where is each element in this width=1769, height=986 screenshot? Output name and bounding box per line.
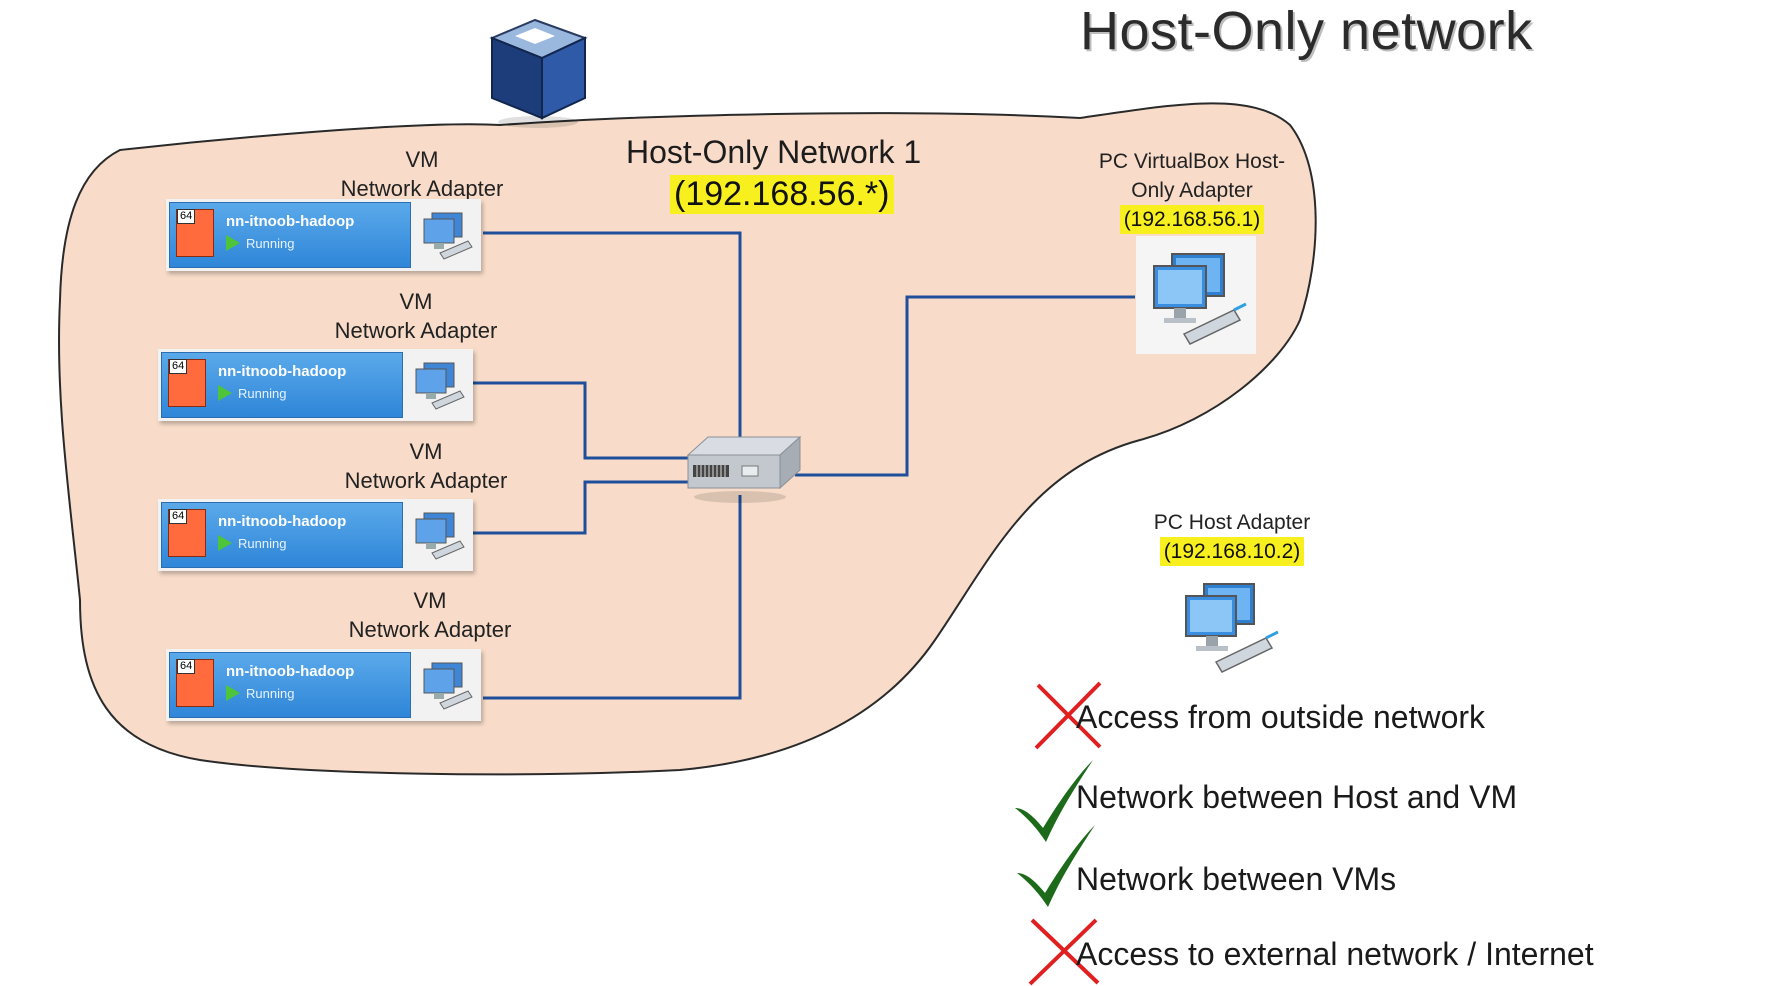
vm-status: Running [238, 386, 287, 401]
running-arrow-icon [226, 235, 240, 251]
link-host-adapter [795, 295, 1135, 477]
vm-name: nn-itnoob-hadoop [226, 213, 355, 230]
link-vm2 [470, 381, 690, 460]
host-adapter-ip: (192.168.10.2) [1159, 537, 1305, 566]
network-name: Host-Only Network 1 [626, 134, 922, 170]
vm-arch-badge: 64 [169, 359, 188, 374]
vm-adapter-label-2: VM Network Adapter [296, 287, 536, 345]
vm-label-line1: VM [399, 289, 433, 314]
vm-entry: 64 nn-itnoob-hadoop Running [169, 652, 411, 718]
host-only-adapter-label: PC VirtualBox Host- Only Adapter (192.16… [1072, 147, 1312, 234]
network-links [470, 231, 1135, 700]
vm-card-2[interactable]: 64 nn-itnoob-hadoop Running [158, 349, 473, 421]
vm-label-line2: Network Adapter [340, 176, 504, 201]
vm-card-4[interactable]: 64 nn-itnoob-hadoop Running [166, 649, 481, 721]
check-icon-2 [1017, 825, 1095, 907]
vm-name: nn-itnoob-hadoop [218, 363, 347, 380]
vm-status: Running [246, 686, 295, 701]
vm-card-3[interactable]: 64 nn-itnoob-hadoop Running [158, 499, 473, 571]
capability-external-access: Access to external network / Internet [1076, 936, 1594, 972]
host-only-network-region [58, 102, 1317, 776]
capability-host-vm: Network between Host and VM [1076, 779, 1518, 815]
network-adapter-icon [423, 662, 473, 710]
check-icon-1 [1015, 760, 1093, 842]
switch-icon [686, 435, 802, 503]
virtualbox-logo-icon [489, 18, 588, 128]
vm-entry: 64 nn-itnoob-hadoop Running [161, 502, 403, 568]
host-only-adapter-line1: PC VirtualBox Host- [1098, 150, 1286, 173]
running-arrow-icon [218, 385, 232, 401]
vm-entry: 64 nn-itnoob-hadoop Running [169, 202, 411, 268]
cross-icon-2 [1028, 918, 1100, 986]
computer-network-icon [1185, 583, 1279, 673]
vm-status: Running [246, 236, 295, 251]
vm-adapter-label-1: VM Network Adapter [302, 145, 542, 203]
network-adapter-icon [415, 512, 465, 560]
link-vm1 [483, 231, 742, 440]
vm-arch-badge: 64 [177, 659, 196, 674]
host-only-adapter-node [1136, 236, 1256, 354]
vm-name: nn-itnoob-hadoop [226, 663, 355, 680]
page-title: Host-Only network [1080, 1, 1533, 61]
vm-entry: 64 nn-itnoob-hadoop Running [161, 352, 403, 418]
cross-icon-1 [1034, 681, 1102, 750]
network-subnet: (192.168.56.*) [670, 175, 894, 214]
capability-between-vms: Network between VMs [1076, 861, 1397, 897]
vm-label-line2: Network Adapter [334, 318, 498, 343]
vm-card-1[interactable]: 64 nn-itnoob-hadoop Running [166, 199, 481, 271]
network-subnet-wrap: (192.168.56.*) [670, 175, 894, 214]
computer-network-icon [1153, 253, 1247, 345]
vm-arch-badge: 64 [177, 209, 196, 224]
vm-label-line1: VM [405, 147, 439, 172]
host-only-adapter-ip: (192.168.56.1) [1119, 205, 1265, 234]
network-adapter-icon [423, 212, 473, 260]
vm-status: Running [238, 536, 287, 551]
vm-name: nn-itnoob-hadoop [218, 513, 347, 530]
running-arrow-icon [226, 685, 240, 701]
host-adapter-label: PC Host Adapter (192.168.10.2) [1122, 508, 1342, 566]
host-adapter-node [1168, 570, 1288, 688]
host-only-adapter-line2: Only Adapter [1131, 179, 1253, 202]
capability-outside-access: Access from outside network [1076, 699, 1486, 735]
vm-label-line1: VM [409, 439, 443, 464]
network-adapter-icon [415, 362, 465, 410]
vm-adapter-label-3: VM Network Adapter [306, 437, 546, 495]
running-arrow-icon [218, 535, 232, 551]
vm-label-line2: Network Adapter [348, 617, 512, 642]
vm-label-line1: VM [413, 588, 447, 613]
link-vm3 [470, 480, 690, 535]
vm-arch-badge: 64 [169, 509, 188, 524]
link-vm4 [483, 495, 742, 700]
vm-adapter-label-4: VM Network Adapter [310, 586, 550, 644]
vm-label-line2: Network Adapter [344, 468, 508, 493]
host-adapter-name: PC Host Adapter [1153, 511, 1311, 534]
